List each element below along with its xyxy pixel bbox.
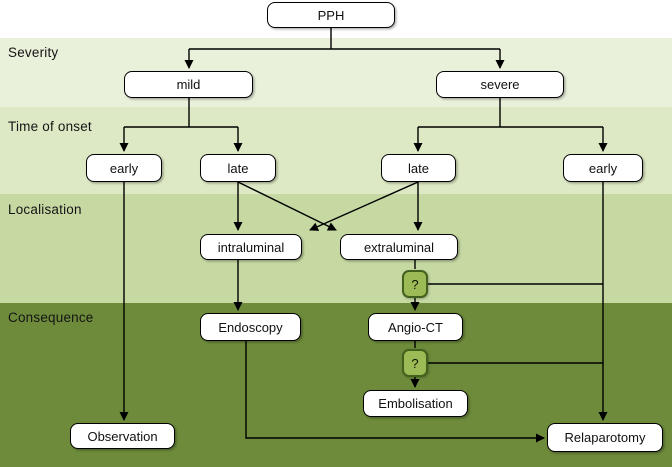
band-label-localisation: Localisation [8, 202, 82, 217]
node-intraluminal: intraluminal [200, 234, 302, 260]
node-relaparotomy: Relaparotomy [547, 423, 663, 452]
band-label-time-of-onset: Time of onset [8, 119, 92, 134]
node-pph: PPH [267, 2, 395, 28]
node-early-severe: early [563, 154, 643, 182]
node-early-mild: early [86, 154, 162, 182]
band-label-severity: Severity [8, 45, 59, 60]
node-embolisation: Embolisation [363, 390, 468, 417]
node-angio-ct: Angio-CT [368, 313, 463, 341]
band-label-consequence: Consequence [8, 310, 94, 325]
node-question-1: ? [402, 270, 428, 298]
band-severity [0, 38, 672, 107]
node-endoscopy: Endoscopy [200, 313, 301, 341]
node-observation: Observation [70, 423, 175, 449]
band-localisation [0, 194, 672, 303]
node-question-2: ? [402, 349, 428, 377]
node-extraluminal: extraluminal [340, 234, 458, 260]
node-mild: mild [124, 71, 253, 98]
node-late-severe: late [381, 154, 456, 182]
node-severe: severe [436, 71, 564, 98]
node-late-mild: late [200, 154, 276, 182]
